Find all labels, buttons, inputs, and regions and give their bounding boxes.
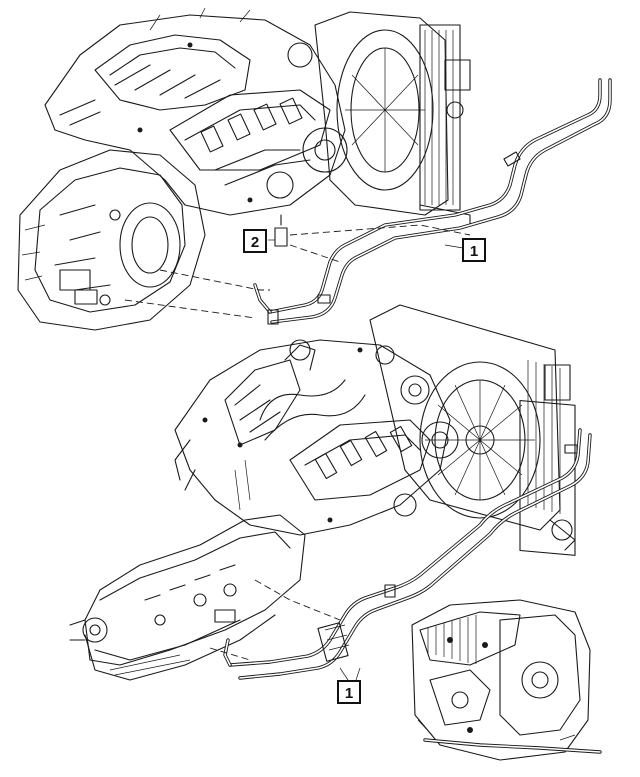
callout-2-top: 2 (243, 229, 267, 253)
top-bracket (274, 214, 288, 247)
callout-1-top: 1 (462, 238, 486, 262)
bottom-engine-assembly (69, 304, 592, 681)
inset-detail-view (411, 599, 602, 761)
bottom-radiator-fan (369, 304, 576, 556)
bottom-cooler-lines (223, 428, 592, 680)
bottom-leader-lines (209, 579, 361, 681)
top-engine-block (44, 7, 348, 216)
callout-1-bottom: 1 (337, 680, 361, 704)
top-transmission (17, 149, 206, 331)
top-leader-lines (124, 224, 471, 319)
top-cooler-lines (253, 78, 612, 325)
bottom-engine-block (174, 339, 459, 536)
top-radiator-fan (314, 11, 471, 226)
bottom-transmission (69, 514, 306, 681)
top-engine-assembly (17, 7, 612, 331)
